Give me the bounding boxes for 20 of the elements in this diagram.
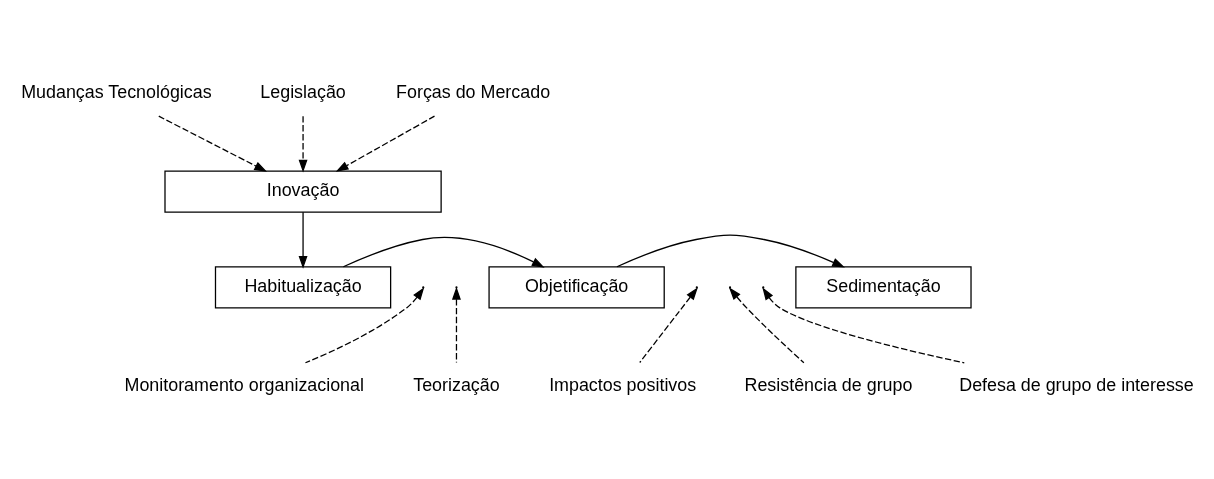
arrow [639,287,698,364]
node-text: Impactos positivos [549,374,697,395]
arrow [298,211,308,269]
arrow [304,287,425,364]
node-box: Inovação [164,170,442,213]
node-text: Monitoramento organizacional [124,374,364,395]
node-text: Legislação [260,81,346,102]
node-text: Teorização [413,374,500,395]
node-box: Sedimentação [795,266,972,309]
node-box: Habitualização [214,266,392,309]
arrow [158,115,268,172]
node-text: Defesa de grupo de interesse [959,374,1194,395]
arrow [298,115,308,173]
node-text: Forças do Mercado [396,81,551,102]
node-text: Resistência de grupo [744,374,913,395]
node-text: Mudanças Tecnológicas [21,81,212,102]
arrow [335,115,436,172]
node-box: Objetificação [488,266,665,309]
arrow [342,236,545,268]
arrow [616,234,845,268]
